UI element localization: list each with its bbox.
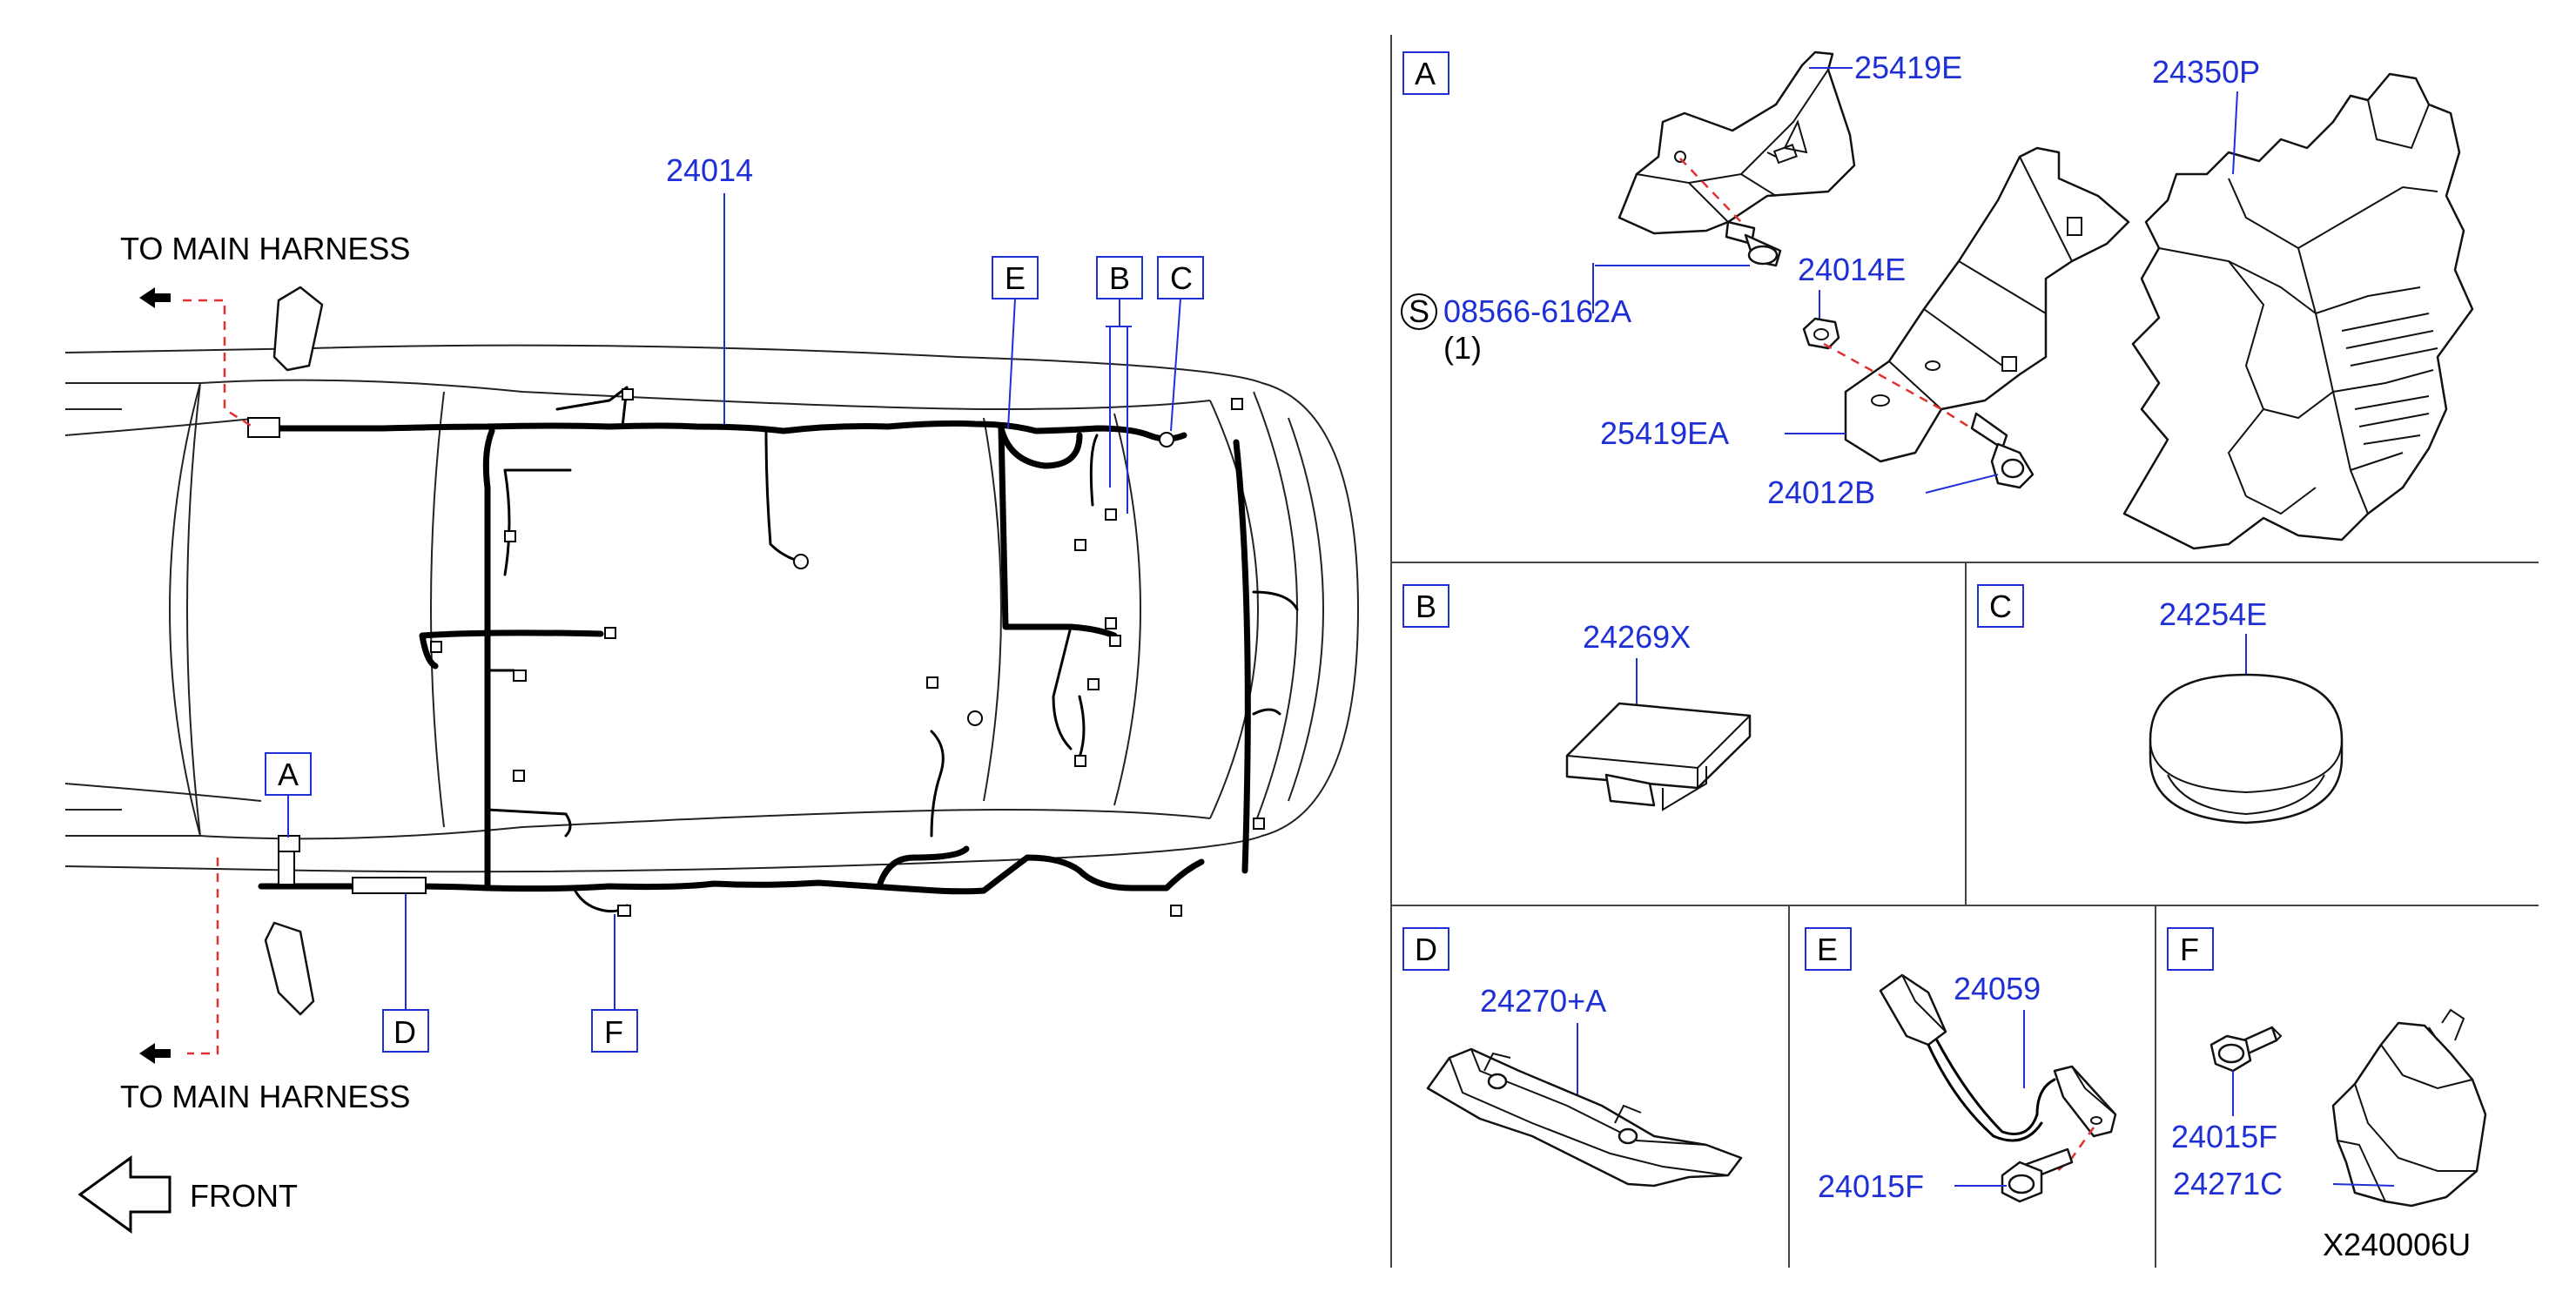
svg-text:C: C [1989, 589, 2012, 624]
panel-B-label: B [1402, 584, 1449, 628]
car-overview: TO MAIN HARNESS TO MAIN HARNESS 24014 FR… [64, 152, 1360, 1234]
callout-B[interactable]: B [1096, 256, 1143, 299]
panel-E: E 24059 24015F [1805, 927, 2117, 1204]
svg-text:F: F [604, 1014, 623, 1050]
panel-D-label: D [1402, 927, 1449, 971]
callout-F[interactable]: F [591, 1009, 638, 1053]
diagram-code: X240006U [2323, 1227, 2471, 1262]
bolt-24012B [1970, 412, 2035, 489]
panel-B: B 24269X [1402, 584, 1752, 811]
to-main-harness-arrow-top [139, 287, 171, 308]
fuse-block-24350P [2122, 72, 2474, 550]
sensor-24059 [1879, 973, 2117, 1142]
panel-A-label: A [1402, 51, 1449, 95]
svg-text:A: A [278, 757, 299, 792]
harness-24014 [247, 386, 1299, 917]
to-main-harness-label-top: TO MAIN HARNESS [120, 231, 410, 266]
panel-E-label: E [1805, 927, 1852, 971]
part-24270A-label[interactable]: 24270+A [1480, 983, 1606, 1019]
bracket-25419EA [1844, 146, 2130, 463]
part-24014E-label[interactable]: 24014E [1798, 252, 1906, 287]
svg-text:E: E [1817, 932, 1838, 967]
part-24059-label[interactable]: 24059 [1954, 971, 2041, 1006]
part-24350P-label[interactable]: 24350P [2152, 54, 2260, 90]
part-24015F-E-label[interactable]: 24015F [1818, 1168, 1924, 1204]
part-25419E-label[interactable]: 25419E [1854, 50, 1962, 85]
svg-text:D: D [1415, 932, 1437, 967]
bolt-24015F-F [2209, 1026, 2283, 1073]
symbol-S: S [1401, 293, 1437, 330]
panel-C-label: C [1977, 584, 2024, 628]
svg-text:D: D [393, 1014, 416, 1050]
panel-F-label: F [2167, 927, 2214, 971]
to-main-harness-arrow-bottom [139, 1043, 171, 1064]
callout-E[interactable]: E [992, 256, 1039, 299]
to-main-harness-label-bottom: TO MAIN HARNESS [120, 1079, 410, 1114]
part-24269X-label[interactable]: 24269X [1583, 619, 1691, 655]
panel-D: D 24270+A [1402, 927, 1743, 1188]
callout-D[interactable]: D [382, 1009, 429, 1053]
svg-text:A: A [1415, 56, 1436, 91]
nut-24014E [1802, 317, 1840, 350]
part-24015F-F-label[interactable]: 24015F [2171, 1119, 2277, 1154]
svg-text:F: F [2180, 932, 2199, 967]
part-24254E-label[interactable]: 24254E [2159, 596, 2267, 632]
svg-text:B: B [1109, 260, 1130, 296]
front-arrow-icon [77, 1155, 172, 1234]
part-24012B-label[interactable]: 24012B [1767, 474, 1875, 510]
detail-grid [1390, 35, 2539, 1268]
part-24271C-label[interactable]: 24271C [2173, 1166, 2283, 1201]
grommet-24269X [1565, 702, 1752, 811]
svg-text:E: E [1005, 260, 1026, 296]
panel-F: F 24015F 24271C [2167, 927, 2487, 1208]
plug-24254E [2149, 673, 2344, 824]
front-label: FRONT [190, 1178, 298, 1214]
part-08566-6162A-label[interactable]: 08566-6162A [1443, 293, 1631, 329]
bracket-25419E [1618, 50, 1856, 235]
part-24014-label[interactable]: 24014 [666, 152, 753, 188]
car-body-outline [64, 286, 1360, 1016]
svg-text:C: C [1170, 260, 1193, 296]
panel-A: A 25419E S 08566-6162A (1) 24014E [1401, 50, 2474, 550]
svg-text:B: B [1416, 589, 1436, 624]
bolt-08566-6162A [1725, 220, 1782, 267]
callout-A[interactable]: A [265, 752, 312, 796]
callout-C[interactable]: C [1157, 256, 1204, 299]
protector-24270A [1426, 1047, 1743, 1188]
bolt-24015F-E [2001, 1147, 2074, 1203]
holder-24271C [2331, 1008, 2487, 1208]
part-08566-6162A-qty: (1) [1443, 330, 1482, 366]
part-25419EA-label[interactable]: 25419EA [1600, 415, 1729, 451]
panel-C: C 24254E [1977, 584, 2344, 824]
svg-text:S: S [1409, 293, 1429, 329]
